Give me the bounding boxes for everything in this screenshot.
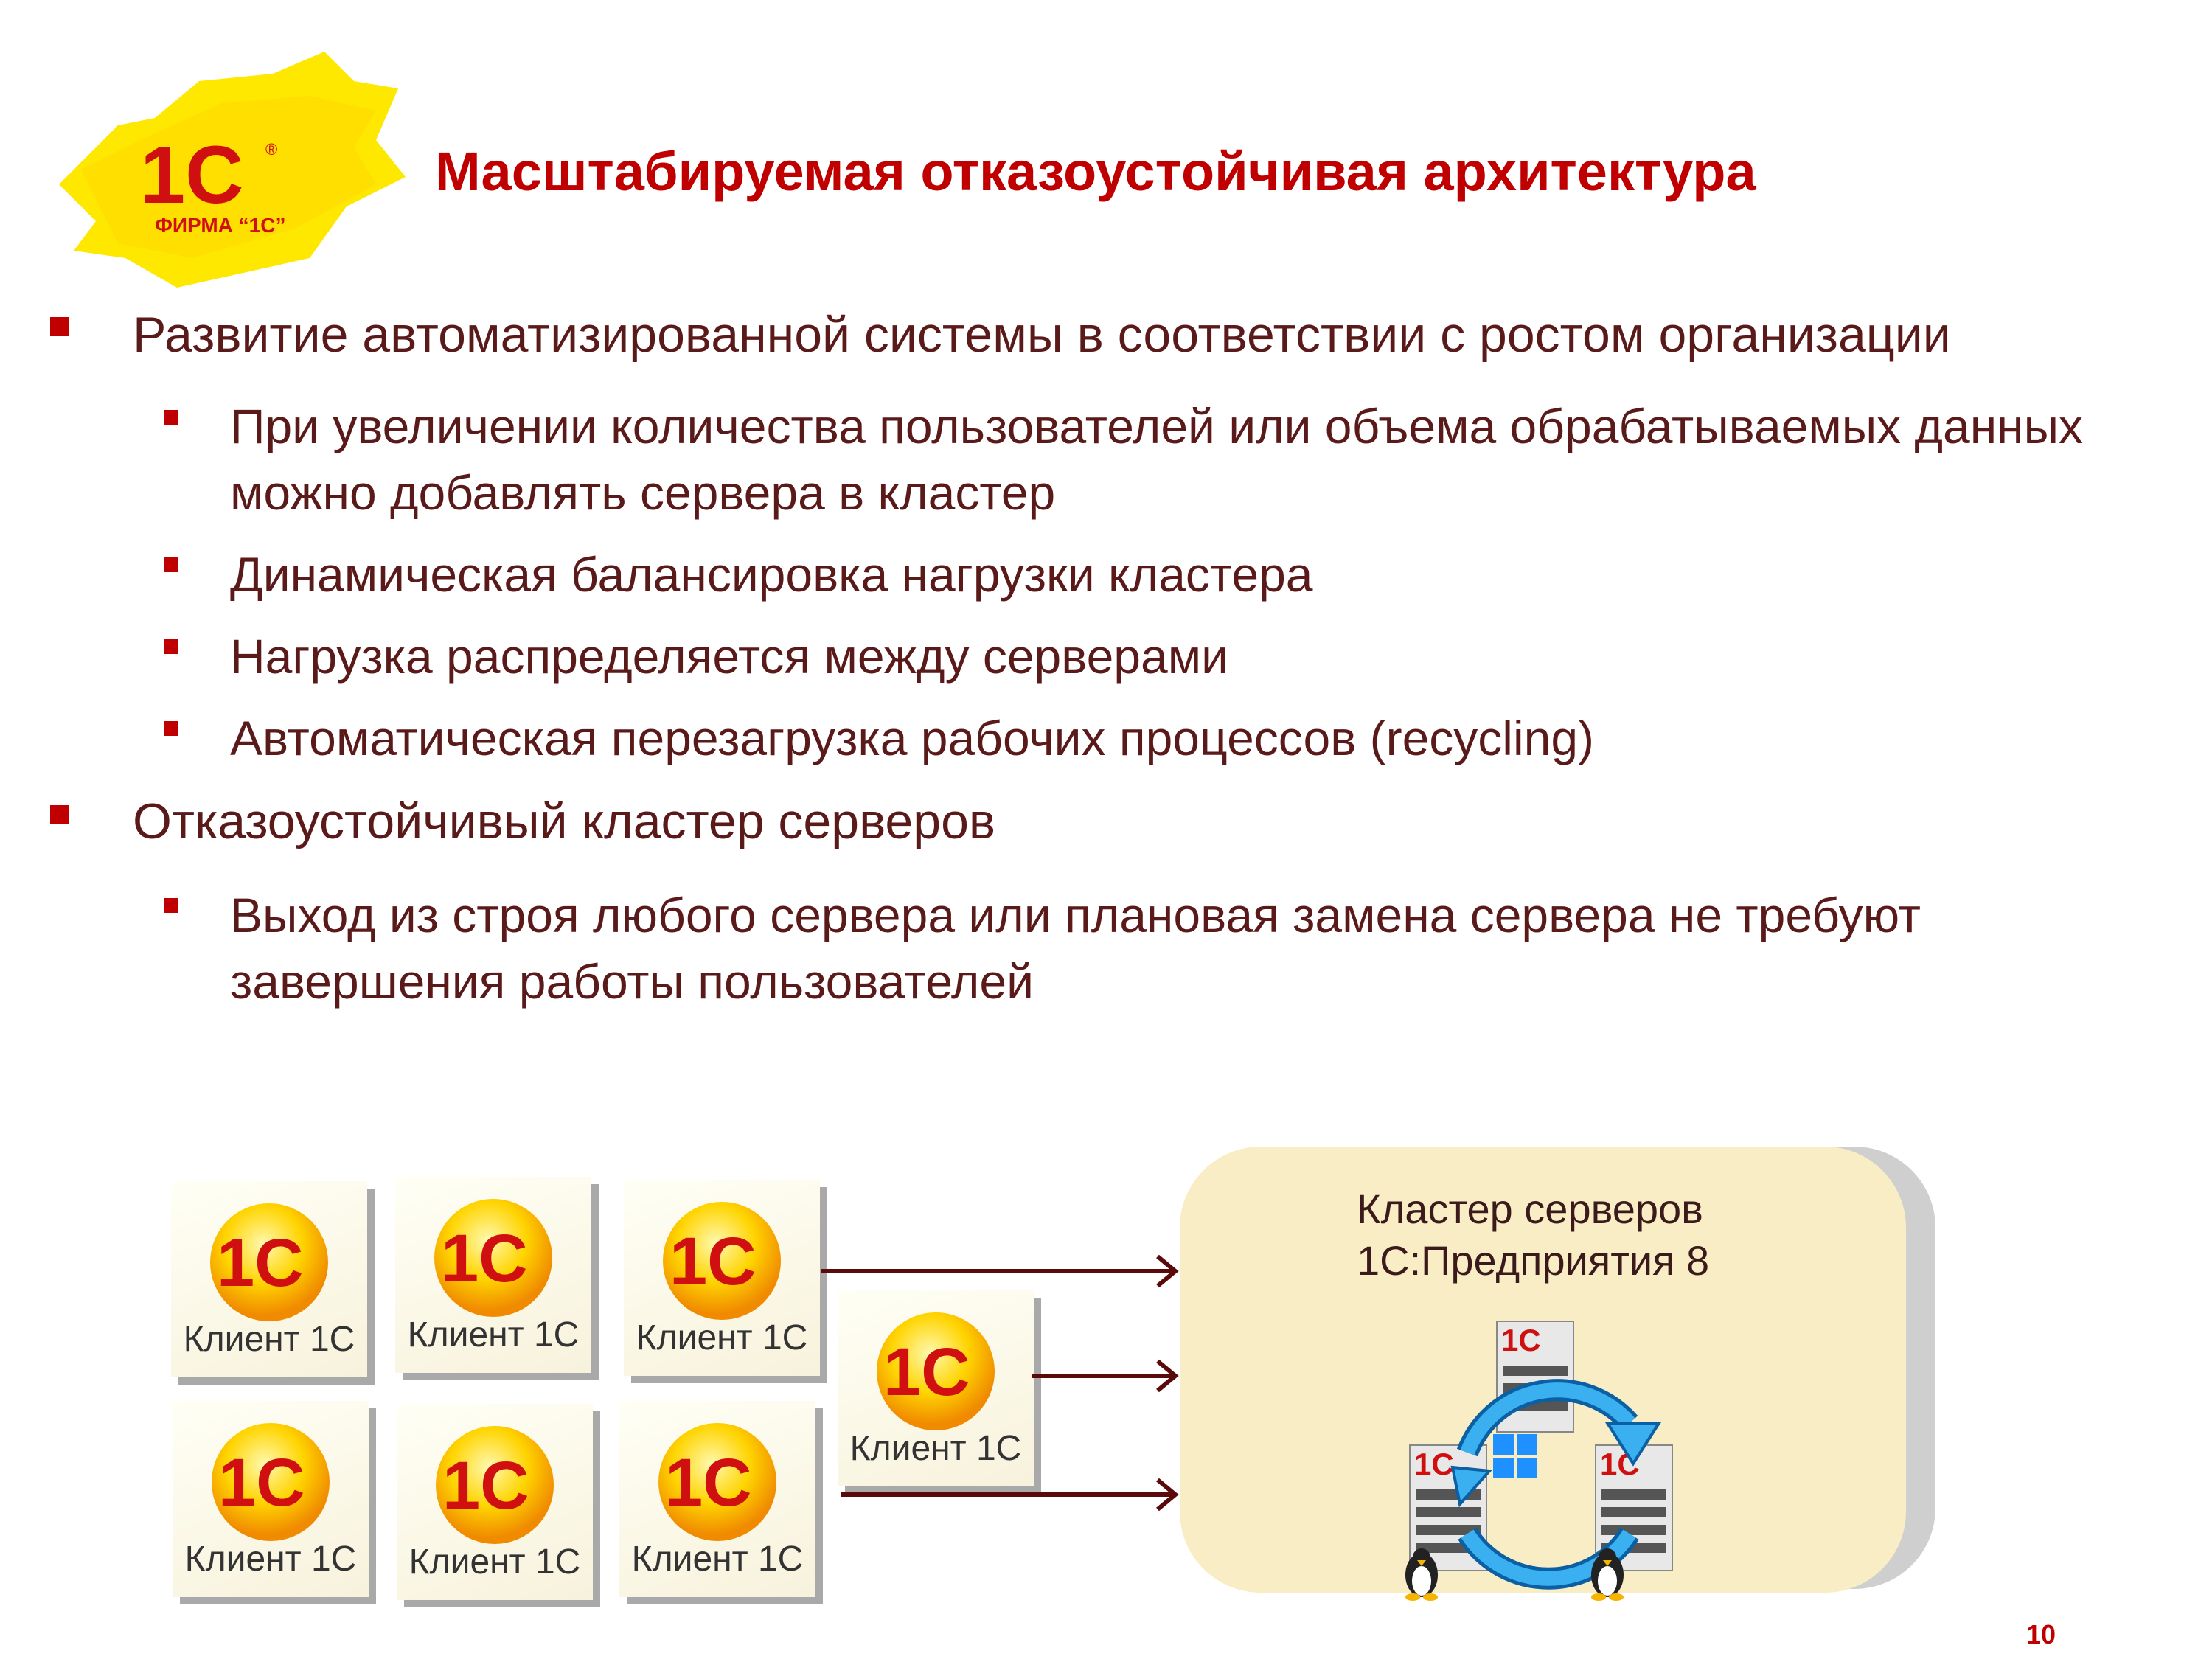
1c-icon: 1С (658, 1423, 776, 1541)
client-label: Клиент 1С (408, 1543, 581, 1582)
svg-text:1С: 1С (669, 1224, 757, 1299)
client-1c-tile: 1С Клиент 1С (838, 1290, 1034, 1486)
svg-text:1С: 1С (441, 1221, 528, 1296)
svg-text:®: ® (265, 140, 277, 159)
1c-icon: 1С (210, 1203, 328, 1321)
1c-icon: 1С (434, 1199, 552, 1317)
linux-penguin-icon (1591, 1548, 1624, 1601)
bullet-1-text: Развитие автоматизированной системы в со… (133, 307, 1951, 363)
bullet-1-sub-2-text: Динамическая балансировка нагрузки класт… (230, 547, 1313, 602)
svg-text:1С: 1С (665, 1445, 752, 1520)
bullet-1-sub-3-text: Нагрузка распределяется между серверами (230, 629, 1228, 684)
svg-text:ФИРМА “1С”: ФИРМА “1С” (155, 214, 285, 237)
client-label: Клиент 1С (183, 1320, 355, 1359)
client-label: Клиент 1С (407, 1315, 580, 1354)
1c-icon: 1С (877, 1312, 995, 1430)
bullet-1-sub-1-text: При увеличении количества пользователей … (230, 399, 2084, 520)
client-1c-tile: 1С Клиент 1С (173, 1401, 369, 1597)
arrow-head (1156, 1359, 1179, 1393)
client-1c-tile: 1С Клиент 1С (624, 1180, 820, 1376)
bullet-1-sub-4-text: Автоматическая перезагрузка рабочих проц… (230, 711, 1594, 765)
page-number: 10 (2026, 1619, 2056, 1649)
company-logo: 1С ® ФИРМА “1С” (29, 37, 413, 310)
1c-icon: 1С (436, 1426, 554, 1544)
bullet-marker (50, 317, 69, 336)
client-label: Клиент 1С (631, 1540, 804, 1579)
svg-text:1С: 1С (217, 1225, 304, 1301)
client-1c-tile: 1С Клиент 1С (397, 1404, 593, 1600)
arrow-head (1156, 1254, 1179, 1288)
sub-bullet-marker (164, 721, 178, 736)
1c-icon: 1С (212, 1423, 330, 1541)
sub-bullet-marker (164, 639, 178, 654)
client-1c-tile: 1С Клиент 1С (395, 1177, 591, 1373)
svg-text:1С: 1С (1414, 1447, 1454, 1481)
client-label: Клиент 1С (184, 1540, 357, 1579)
arrow-head (1156, 1478, 1179, 1512)
client-1c-tile: 1С Клиент 1С (171, 1181, 367, 1377)
sub-bullet-marker (164, 898, 178, 913)
client-label: Клиент 1С (636, 1318, 808, 1357)
connection-arrows (821, 1254, 1179, 1512)
sub-bullet-marker (164, 410, 178, 425)
windows-icon (1493, 1434, 1537, 1478)
svg-text:1С: 1С (218, 1445, 305, 1520)
client-label: Клиент 1С (849, 1429, 1022, 1468)
svg-text:1С: 1С (140, 130, 244, 220)
svg-text:1С: 1С (883, 1335, 970, 1410)
linux-penguin-icon (1405, 1548, 1438, 1601)
cluster-title-line-2: 1С:Предприятия 8 (1357, 1237, 1710, 1284)
sub-bullet-marker (164, 557, 178, 572)
slide-title: Масштабируемая отказоустойчивая архитект… (435, 141, 1756, 202)
arrow-head (1450, 1465, 1493, 1508)
arrow-head (1604, 1422, 1662, 1467)
client-1c-tile: 1С Клиент 1С (619, 1401, 815, 1597)
cluster-title: Кластер серверов 1С:Предприятия 8 (1357, 1183, 1709, 1287)
cluster-title-line-1: Кластер серверов (1357, 1186, 1703, 1232)
bullet-2-sub-1-text: Выход из строя любого сервера или планов… (230, 888, 1921, 1009)
1c-icon: 1С (663, 1202, 781, 1320)
bullet-marker (50, 805, 69, 824)
svg-text:1С: 1С (442, 1448, 529, 1523)
bullet-2-text: Отказоустойчивый кластер серверов (133, 793, 996, 849)
svg-text:1С: 1С (1501, 1323, 1541, 1357)
failover-cycle-graphic: 1С 1С 1С (1405, 1321, 1673, 1601)
